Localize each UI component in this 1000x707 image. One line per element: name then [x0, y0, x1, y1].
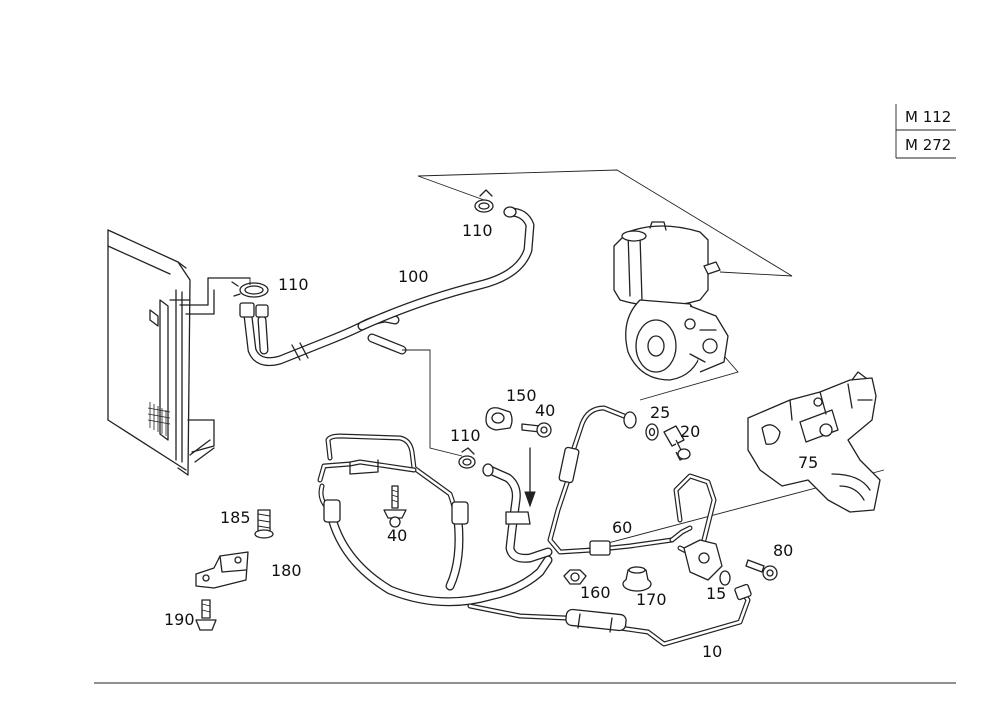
callout-160: 160 [580, 583, 611, 602]
callout-20: 20 [680, 422, 700, 441]
steering-gear [747, 371, 881, 513]
callout-25: 25 [650, 403, 670, 422]
callout-40-lower: 40 [387, 526, 407, 545]
bolt-40-lower [383, 485, 407, 528]
suction-hose-segment [482, 463, 553, 563]
bolt-80 [745, 559, 778, 581]
bolt-40-upper [521, 422, 552, 438]
callout-150: 150 [506, 386, 537, 405]
callout-185: 185 [220, 508, 251, 527]
callout-15: 15 [706, 584, 726, 603]
bracket-180 [195, 551, 249, 589]
hose-clamp-110-upper [474, 189, 494, 213]
fitting-15-valve-block [683, 539, 731, 586]
assembly-arrow [524, 447, 536, 508]
engine-designation-table: M 112 M 272 [895, 104, 956, 159]
callout-190: 190 [164, 610, 195, 629]
callout-40-upper: 40 [535, 401, 555, 420]
pressure-hose-60 [547, 405, 693, 556]
callout-60: 60 [612, 518, 632, 537]
cooler-return-lines [317, 433, 553, 607]
banjo-bolt-20 [663, 425, 691, 461]
callout-180: 180 [271, 561, 302, 580]
callout-labels: 110 110 110 100 150 40 25 20 75 60 40 18… [164, 221, 818, 661]
engine-label-m112: M 112 [905, 108, 951, 126]
hose-clamp-110-lower [458, 447, 476, 469]
nut-160 [563, 569, 587, 585]
callout-100: 100 [398, 267, 429, 286]
grommet-170 [622, 566, 652, 592]
screw-185 [254, 509, 274, 539]
callout-75: 75 [798, 453, 818, 472]
power-steering-pump [613, 221, 729, 381]
callout-110-upper: 110 [462, 221, 493, 240]
callout-10: 10 [702, 642, 722, 661]
callout-110-lower: 110 [450, 426, 481, 445]
hose-clamp-110-mid [231, 281, 269, 298]
callout-80: 80 [773, 541, 793, 560]
clamp-150 [485, 407, 513, 431]
screw-190 [195, 599, 217, 631]
radiator-cooler [107, 229, 251, 476]
callout-170: 170 [636, 590, 667, 609]
leader-lines [249, 169, 885, 553]
engine-label-m272: M 272 [905, 136, 951, 154]
seal-25 [645, 423, 659, 441]
callout-110-mid: 110 [278, 275, 309, 294]
return-hose-100 [239, 206, 535, 367]
